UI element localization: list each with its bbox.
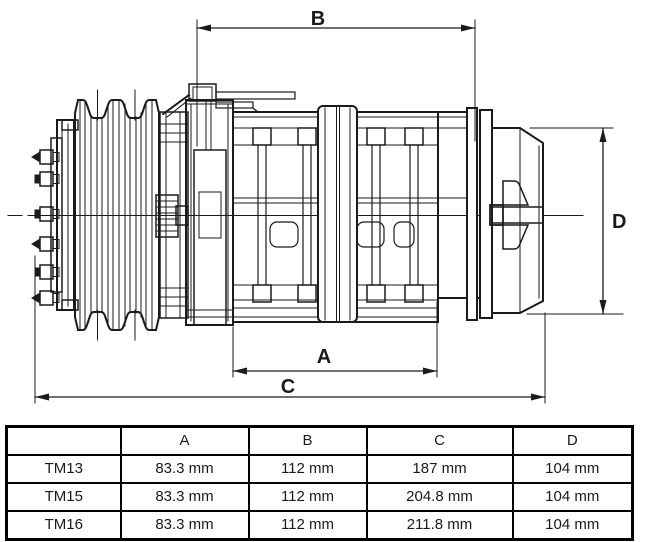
mounting-band: [317, 105, 358, 323]
cell-model: TM15: [5, 482, 122, 512]
hub-bolts: [31, 149, 60, 306]
cell-c: 204.8 mm: [365, 482, 514, 512]
arrow-left: [233, 367, 247, 375]
table-header-row: A B C D: [5, 425, 634, 456]
rear-flange: [466, 107, 478, 321]
dimension-label-d: D: [612, 211, 626, 233]
cell-a: 83.3 mm: [119, 454, 250, 484]
arrow-left: [35, 393, 49, 401]
table-row-tm15: TM15 83.3 mm 112 mm 204.8 mm 104 mm: [5, 482, 634, 512]
arrow-left: [197, 24, 211, 32]
main-body: [232, 105, 481, 323]
dimension-b: B: [196, 8, 476, 147]
shaft-bearing: [155, 194, 179, 238]
arrow-right: [423, 367, 437, 375]
table-header-d: D: [511, 425, 634, 456]
cell-a: 83.3 mm: [119, 482, 250, 512]
cell-d: 104 mm: [511, 454, 634, 484]
dimension-label-c: C: [281, 376, 295, 398]
cell-b: 112 mm: [247, 482, 368, 512]
cell-c: 211.8 mm: [365, 510, 514, 541]
rear-fitting: [489, 180, 544, 250]
cell-b: 112 mm: [247, 510, 368, 541]
dimension-a: A: [232, 301, 438, 378]
table-row-tm13: TM13 83.3 mm 112 mm 187 mm 104 mm: [5, 454, 634, 484]
compressor-technical-drawing: B A C D: [7, 8, 626, 404]
table-row-tm16: TM16 83.3 mm 112 mm 211.8 mm 104 mm: [5, 510, 634, 541]
table-header-a: A: [119, 425, 250, 456]
dimension-d: D: [526, 127, 626, 315]
dimension-label-a: A: [317, 346, 331, 368]
dimension-c: C: [34, 255, 546, 404]
rear-head: [479, 109, 544, 319]
dimensions-table: A B C D TM13 83.3 mm 112 mm 187 mm 104 m…: [5, 425, 634, 541]
cell-model: TM16: [5, 510, 122, 541]
table-header-model: [5, 425, 122, 456]
shaft-nut: [175, 205, 189, 226]
cell-d: 104 mm: [511, 482, 634, 512]
cell-model: TM13: [5, 454, 122, 484]
cell-c: 187 mm: [365, 454, 514, 484]
cell-a: 83.3 mm: [119, 510, 250, 541]
table-header-c: C: [365, 425, 514, 456]
pulley: [74, 89, 160, 341]
arrow-right: [531, 393, 545, 401]
tie-rods: [252, 127, 424, 303]
front-housing: [161, 83, 296, 326]
cell-b: 112 mm: [247, 454, 368, 484]
arrow-down: [599, 300, 607, 314]
clutch-hub: [31, 119, 79, 311]
top-bracket: [161, 83, 296, 151]
table-header-b: B: [247, 425, 368, 456]
arrow-right: [461, 24, 475, 32]
dimension-label-b: B: [311, 8, 325, 30]
arrow-up: [599, 128, 607, 142]
dimensions-table-region: A B C D TM13 83.3 mm 112 mm 187 mm 104 m…: [5, 425, 634, 541]
cell-d: 104 mm: [511, 510, 634, 541]
